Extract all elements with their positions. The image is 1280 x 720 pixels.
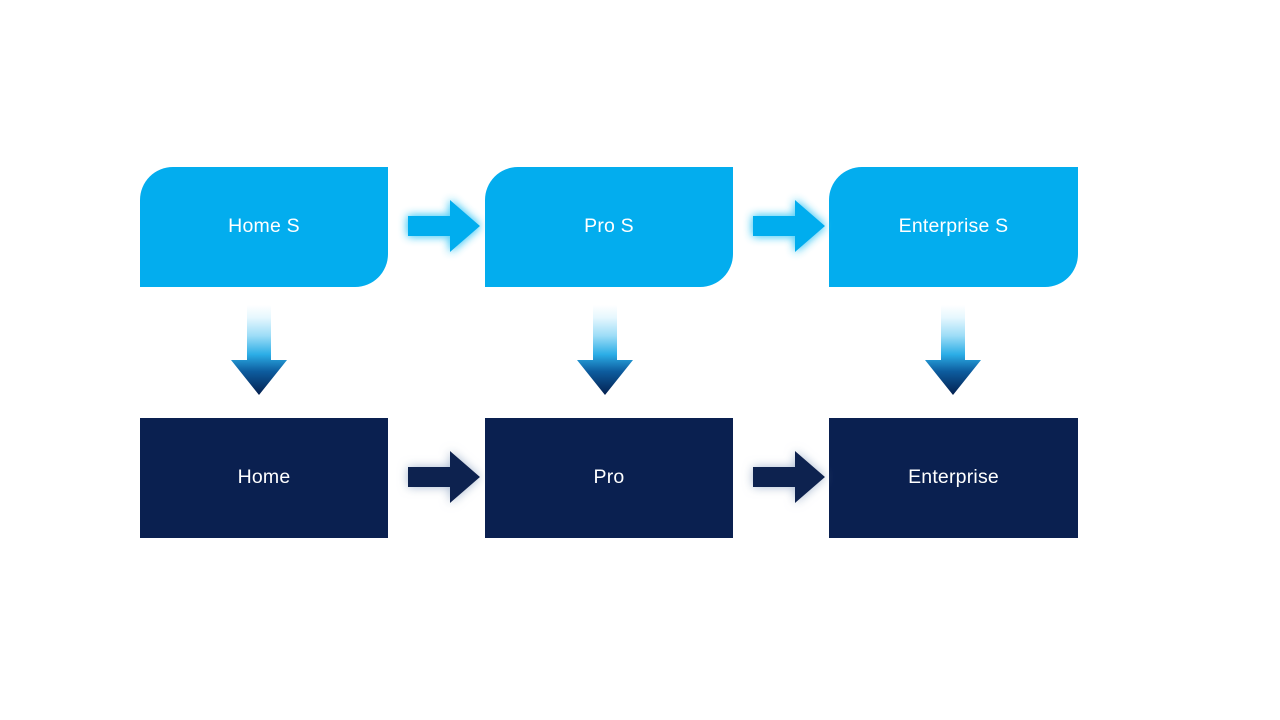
arrow-right-icon: [408, 451, 480, 503]
node-home-s[interactable]: Home S: [140, 167, 388, 287]
node-label-home-s: Home S: [228, 215, 300, 238]
connector-enterprise-s-to-enterprise: [922, 305, 984, 397]
node-label-pro-s: Pro S: [584, 215, 634, 238]
connector-home-to-pro: [406, 445, 482, 509]
node-label-enterprise-s: Enterprise S: [898, 215, 1009, 238]
connector-pro-s-to-pro: [574, 305, 636, 397]
arrow-right-icon: [753, 451, 825, 503]
connector-pro-s-to-enterprise-s: [751, 194, 827, 258]
connector-home-s-to-pro-s: [406, 194, 482, 258]
node-pro-s[interactable]: Pro S: [485, 167, 733, 287]
connector-home-s-to-home: [228, 305, 290, 397]
node-label-pro: Pro: [593, 466, 625, 489]
connector-pro-to-enterprise: [751, 445, 827, 509]
arrow-right-icon: [408, 200, 480, 252]
arrow-down-icon: [925, 305, 981, 395]
node-enterprise[interactable]: Enterprise: [829, 418, 1078, 538]
node-enterprise-s[interactable]: Enterprise S: [829, 167, 1078, 287]
node-label-enterprise: Enterprise: [908, 466, 999, 489]
arrow-down-icon: [231, 305, 287, 395]
node-pro[interactable]: Pro: [485, 418, 733, 538]
node-label-home: Home: [237, 466, 291, 489]
arrow-right-icon: [753, 200, 825, 252]
node-home[interactable]: Home: [140, 418, 388, 538]
arrow-down-icon: [577, 305, 633, 395]
